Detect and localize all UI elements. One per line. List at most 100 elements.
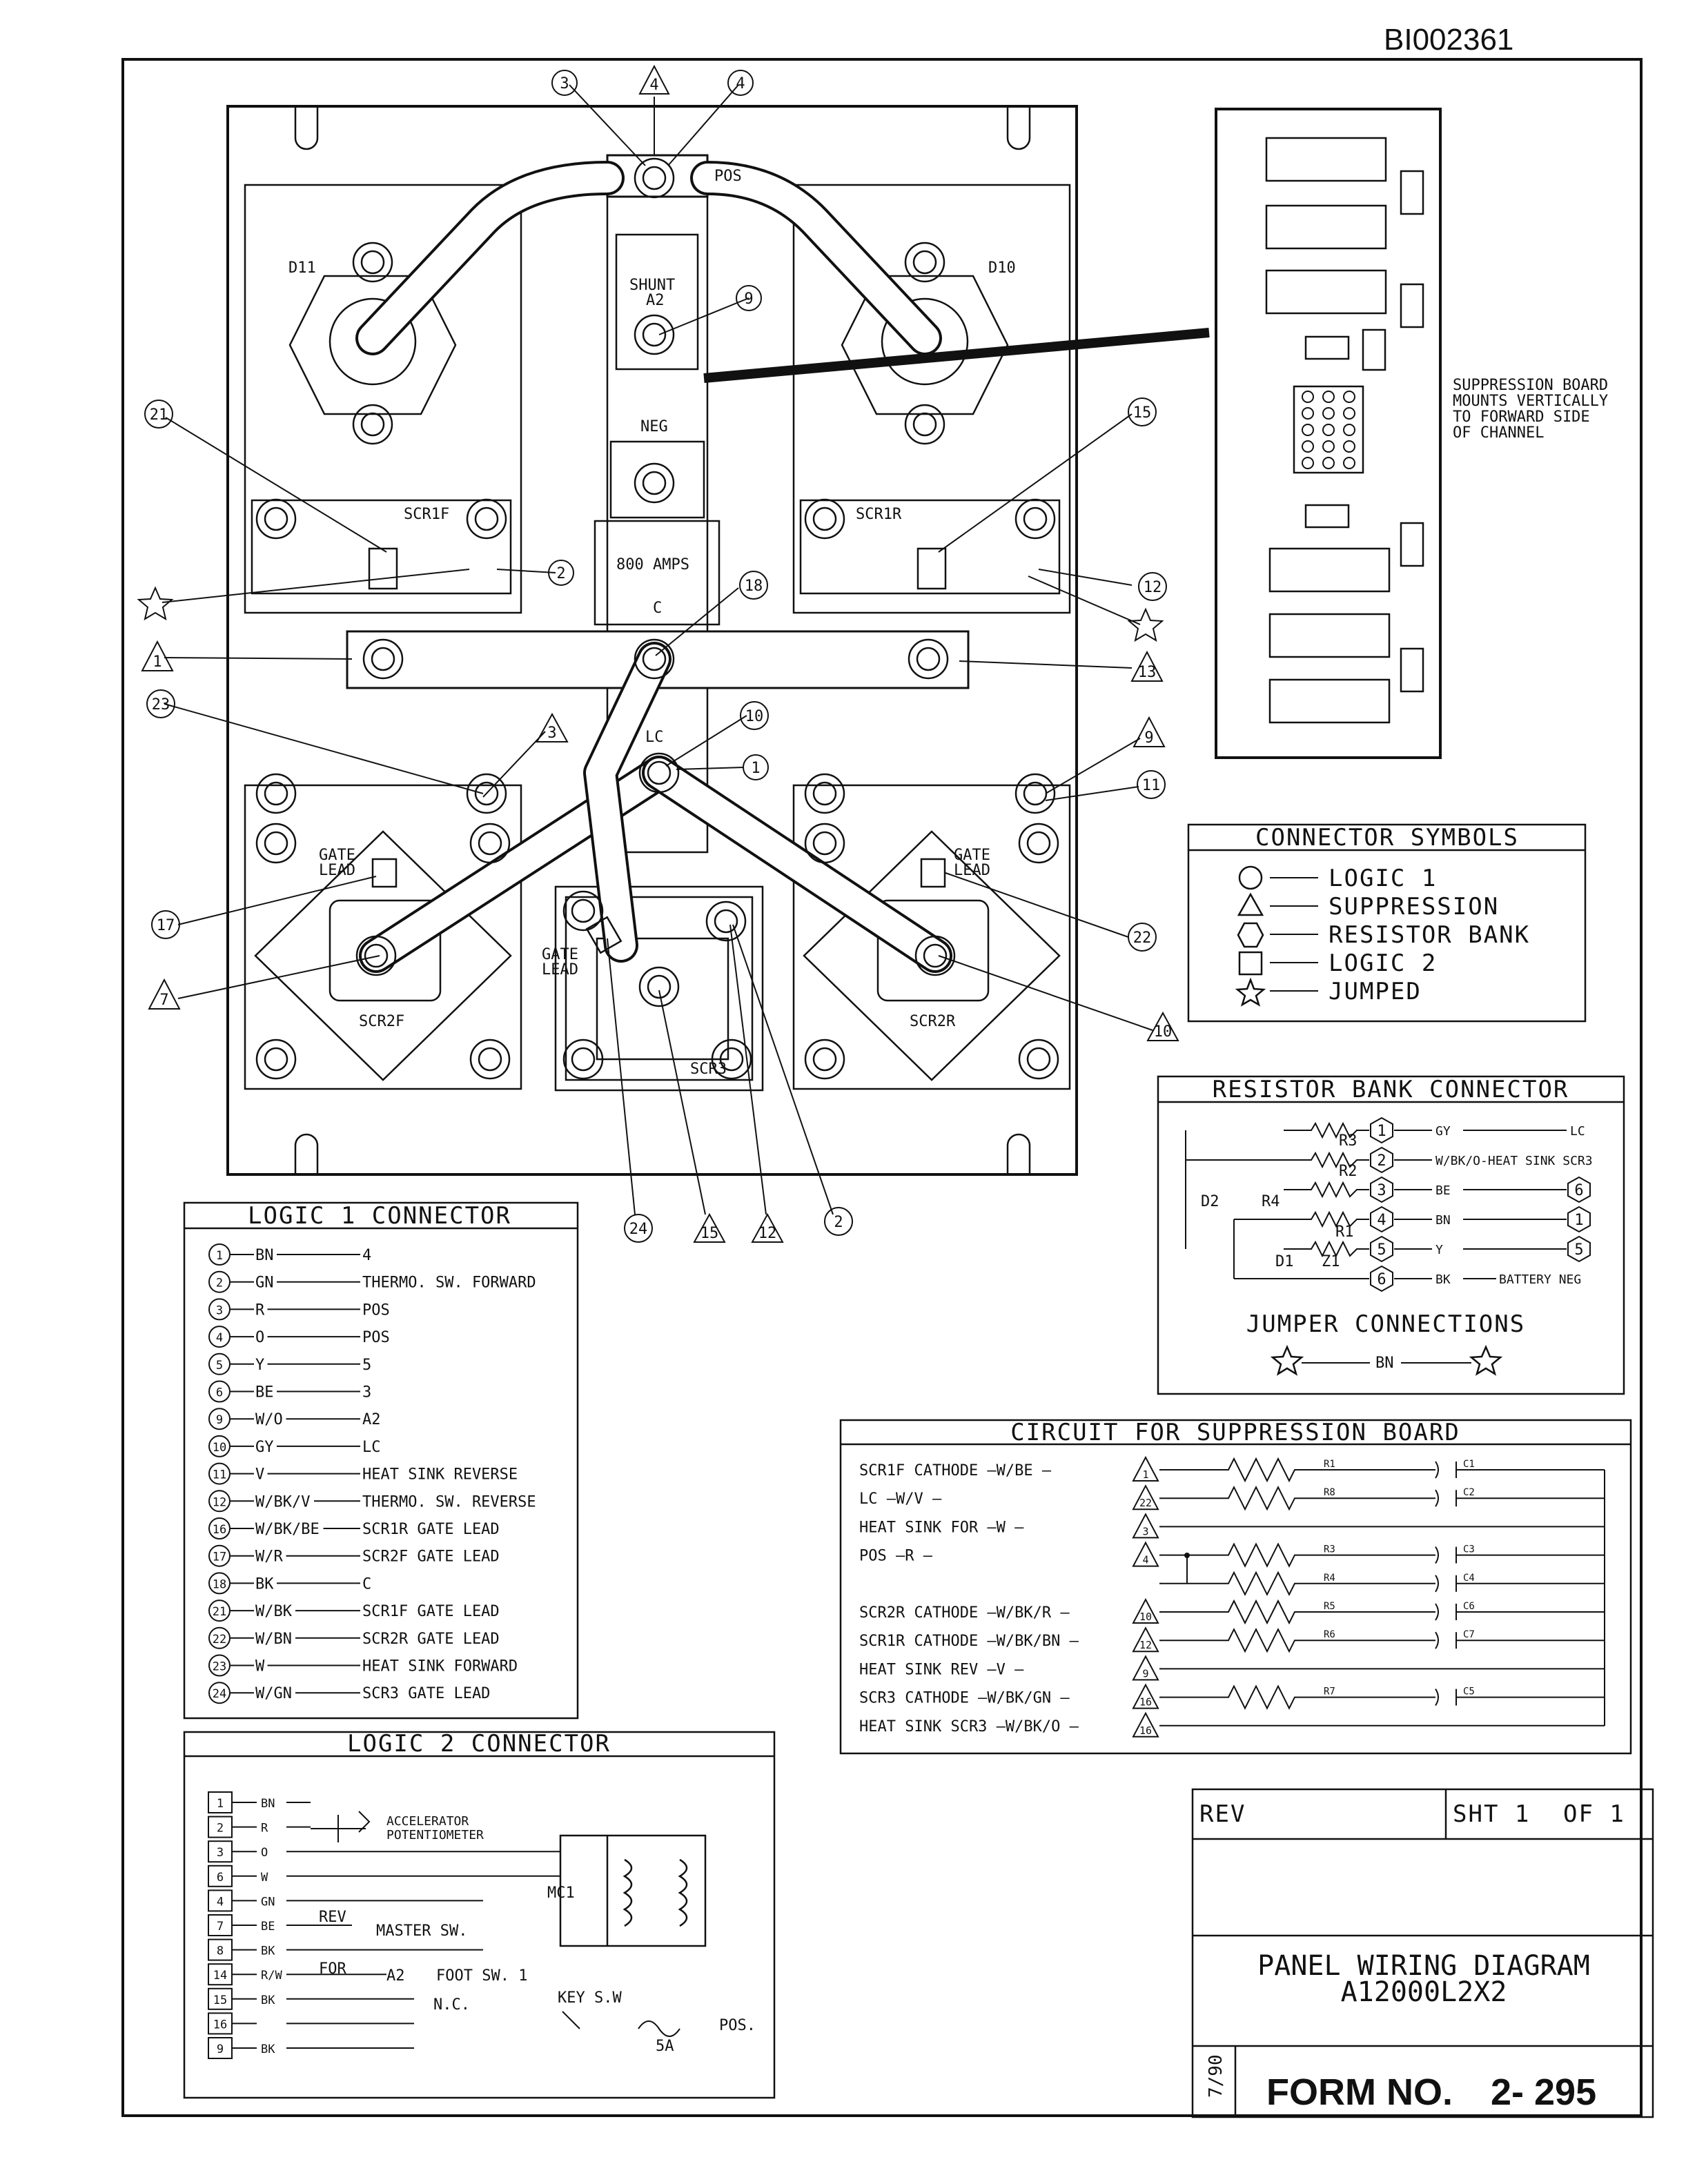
shunt-block — [615, 233, 699, 371]
rb-pin: 1 — [1377, 1123, 1386, 1140]
svg-text:9: 9 — [744, 291, 753, 308]
logic2-wire: O — [261, 1846, 268, 1860]
logic1-pin: 22 — [213, 1633, 226, 1646]
board-pin — [1322, 424, 1335, 436]
callout-12: 12 — [1138, 572, 1167, 601]
callout-15: 15 — [1128, 397, 1157, 426]
scr2r-gate-connector — [920, 858, 946, 888]
logic1-pin: 12 — [213, 1495, 226, 1509]
scr3-lead-label: LEAD — [542, 961, 578, 978]
svg-text:R2: R2 — [1339, 1163, 1357, 1180]
scr1r-mount — [799, 499, 1061, 595]
svg-text:D2: D2 — [1201, 1193, 1219, 1210]
legend-logic2: LOGIC 2 — [1329, 950, 1437, 977]
circuit-label: SCR1R CATHODE —W/BK/BN — — [859, 1633, 1079, 1650]
callout-tri-13: 13 — [1130, 650, 1164, 682]
circuit-label: HEAT SINK SCR3 —W/BK/O — — [859, 1718, 1079, 1735]
bolt — [1018, 1039, 1059, 1080]
shunt-label: SHUNT — [629, 277, 675, 294]
logic1-wire: W — [255, 1658, 265, 1675]
scr1f-gate-connector — [368, 547, 398, 590]
logic1-wire: W/BN — [255, 1631, 292, 1648]
svg-text:12: 12 — [1144, 579, 1162, 596]
bolt — [904, 242, 945, 283]
rb-wire: Y — [1435, 1243, 1443, 1257]
svg-text:15: 15 — [700, 1225, 719, 1242]
svg-text:C4: C4 — [1463, 1573, 1475, 1584]
logic1-wire: GN — [255, 1275, 274, 1292]
cable-scr2r-lc-in — [645, 758, 950, 970]
scr3-body — [596, 937, 729, 1061]
rb-wire: BE — [1435, 1183, 1451, 1198]
bolt — [562, 1039, 604, 1080]
d11-label: D11 — [288, 259, 316, 277]
callout-23: 23 — [146, 689, 175, 718]
logic1-pin: 10 — [213, 1441, 226, 1455]
logic1-dest: LC — [362, 1439, 381, 1456]
circuit-label: HEAT SINK REV —V — — [859, 1661, 1024, 1678]
rb-dest: 5 — [1574, 1241, 1583, 1259]
rb-wire: GY — [1435, 1124, 1451, 1139]
logic2-row: 16 — [208, 2012, 414, 2035]
bolt — [255, 1039, 297, 1080]
svg-text:C7: C7 — [1463, 1629, 1475, 1640]
board-pin — [1322, 391, 1335, 403]
svg-text:C5: C5 — [1463, 1686, 1475, 1698]
bolt — [255, 773, 297, 814]
logic2-pin: 3 — [217, 1846, 224, 1860]
logic1-pin: 18 — [213, 1577, 226, 1591]
svg-text:15: 15 — [1133, 404, 1152, 422]
circuit-row: HEAT SINK REV —V —9 — [859, 1655, 1605, 1681]
logic1-dest: SCR1F GATE LEAD — [362, 1603, 500, 1620]
resistor-bank-title: RESISTOR BANK CONNECTOR — [1213, 1076, 1569, 1103]
rb-pin: 2 — [1377, 1152, 1386, 1170]
logic1-pin: 6 — [216, 1386, 223, 1400]
bolt — [634, 157, 675, 199]
amps-label: 800 AMPS — [616, 556, 689, 573]
sheet-label: SHT 1 — [1453, 1800, 1530, 1828]
logic1-dest: 4 — [362, 1247, 371, 1264]
scr2f-label: SCR2F — [359, 1013, 404, 1030]
logic1-wire: W/BK — [255, 1603, 293, 1620]
logic2-pin: 7 — [217, 1920, 224, 1934]
svg-text:3: 3 — [547, 725, 556, 742]
scr2f-body — [329, 899, 442, 1002]
heatsink-lower-left — [244, 784, 522, 1090]
sheet-of-label: OF 1 — [1563, 1800, 1625, 1828]
callout-leaders — [161, 84, 1153, 1215]
callout-17: 17 — [151, 910, 180, 939]
logic1-wire: W/GN — [255, 1685, 292, 1702]
svg-text:MOUNTS VERTICALLY: MOUNTS VERTICALLY — [1453, 393, 1608, 410]
callout-1: 1 — [743, 754, 769, 780]
logic2-pin: 8 — [217, 1945, 224, 1958]
circuit-row: HEAT SINK SCR3 —W/BK/O —16 — [859, 1711, 1605, 1738]
heatsink-upper-left — [244, 184, 522, 614]
logic2-pin: 14 — [213, 1969, 227, 1983]
svg-text:OF CHANNEL: OF CHANNEL — [1453, 424, 1544, 442]
svg-text:TO FORWARD SIDE: TO FORWARD SIDE — [1453, 409, 1590, 426]
board-pointer — [703, 328, 1210, 383]
logic2-wire: GN — [261, 1895, 275, 1909]
svg-text:C3: C3 — [1463, 1544, 1475, 1555]
svg-text:A2: A2 — [386, 1967, 405, 1985]
form-label: FORM NO. — [1266, 2072, 1453, 2113]
logic1-dest: POS — [362, 1301, 390, 1319]
rb-pin: 3 — [1377, 1182, 1386, 1199]
rb-dest: 6 — [1574, 1182, 1583, 1199]
logic1-dest: 5 — [362, 1357, 371, 1374]
logic1-wire: W/BK/BE — [255, 1521, 320, 1538]
board-pin — [1302, 457, 1314, 469]
svg-text:18: 18 — [745, 578, 763, 595]
panel-bolts — [255, 157, 1059, 1080]
bolt — [638, 752, 680, 794]
logic1-dest: THERMO. SW. FORWARD — [362, 1275, 536, 1292]
callout-tri-12: 12 — [751, 1212, 784, 1243]
